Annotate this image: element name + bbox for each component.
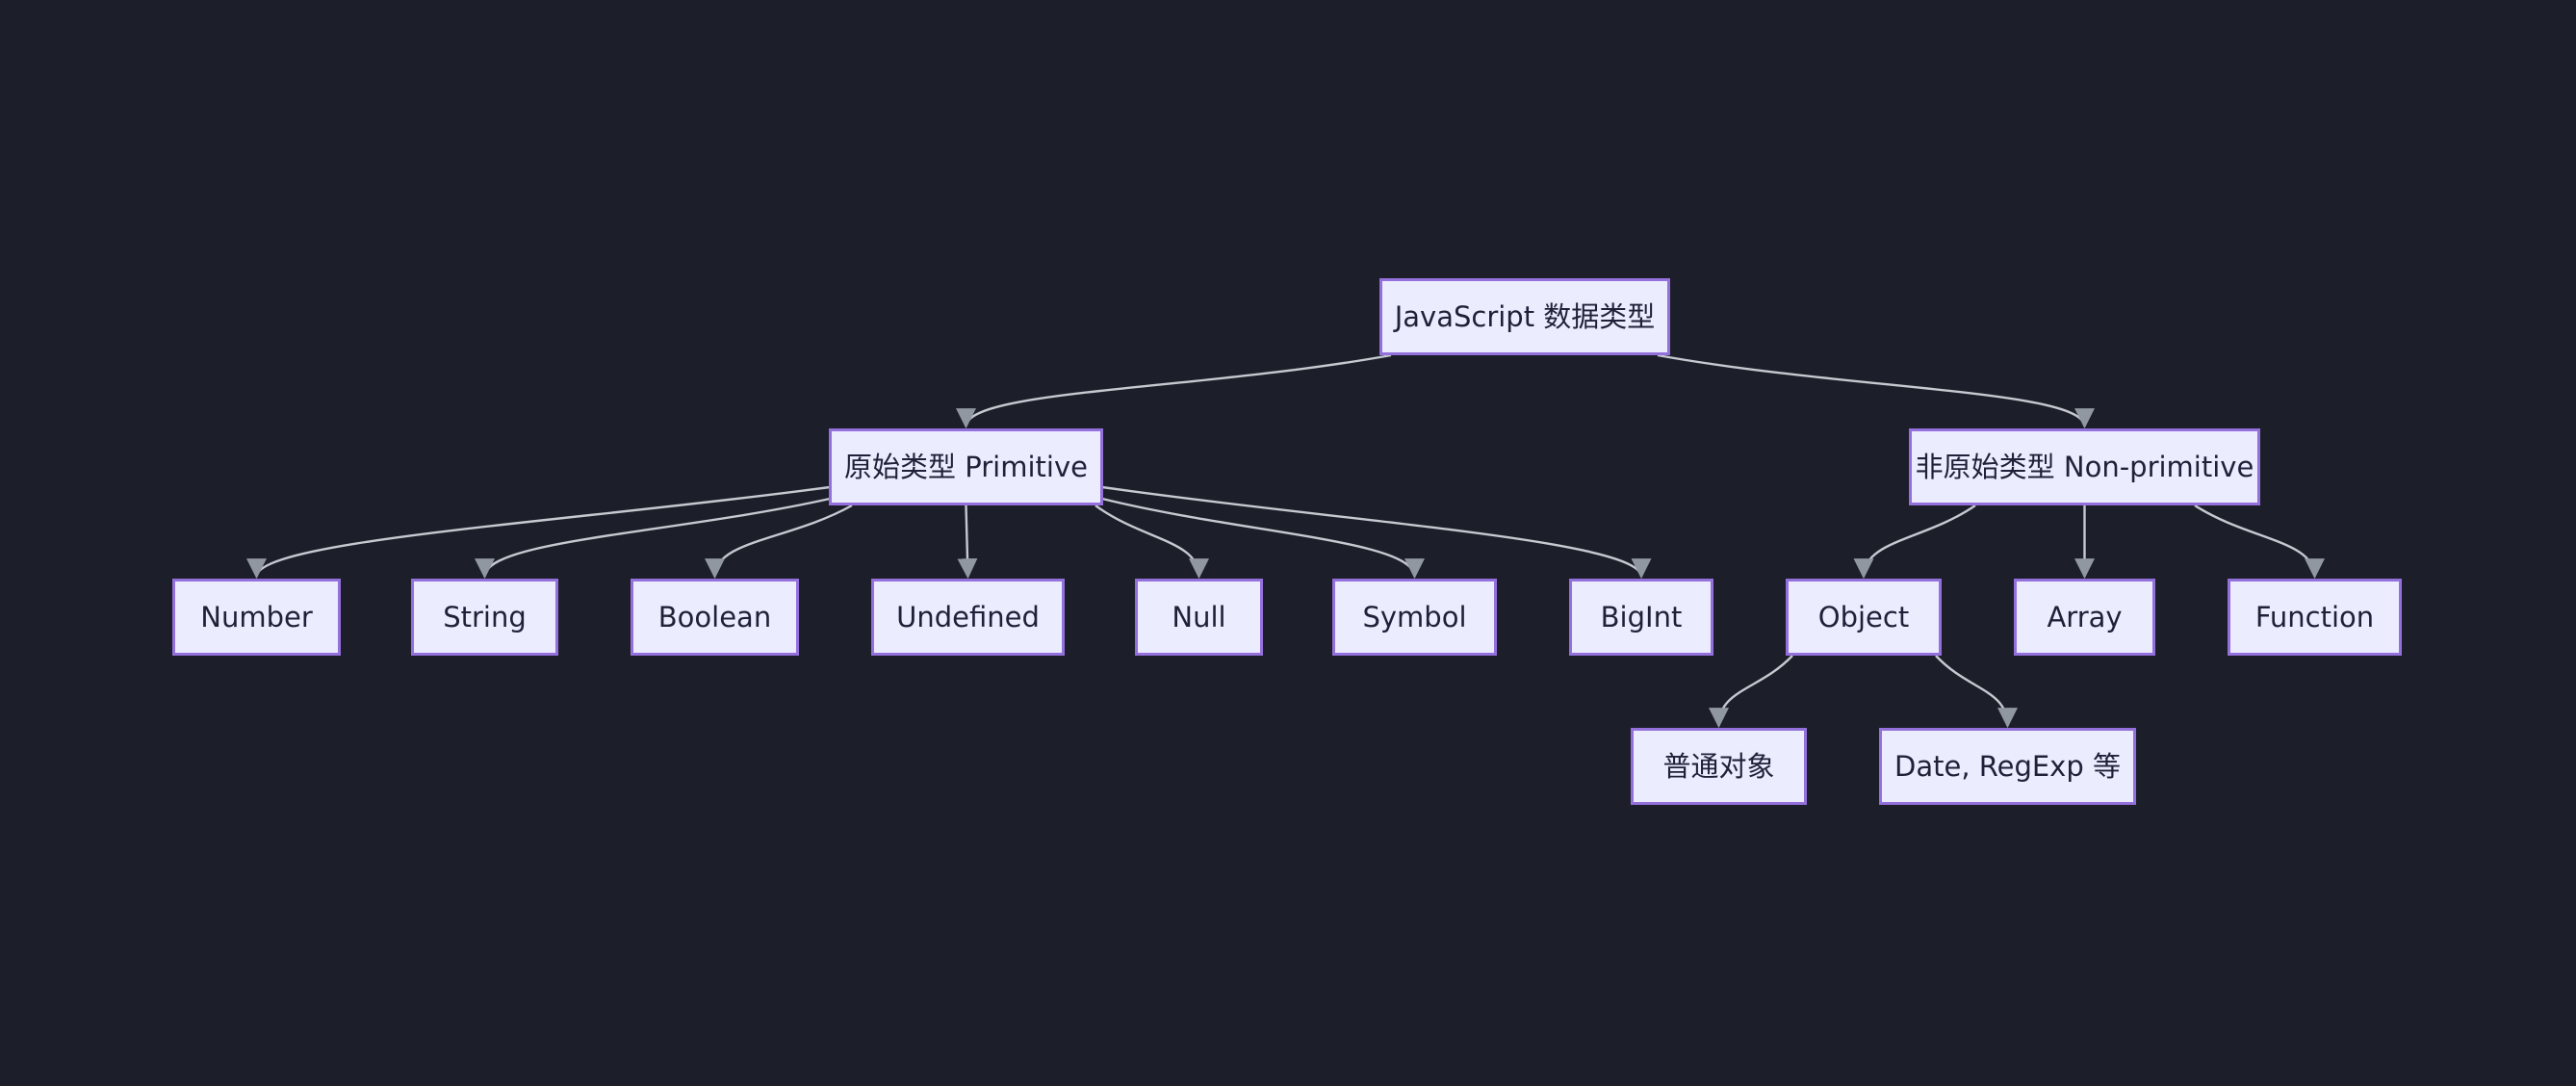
- node-label-date-regexp: Date, RegExp 等: [1894, 749, 2121, 783]
- node-label-function: Function: [2254, 600, 2375, 634]
- edge-primitive-bigint: [1101, 485, 1652, 580]
- edge-root-nonprimitive: [1657, 353, 2095, 429]
- node-primitive: 原始类型 Primitive: [829, 428, 1103, 505]
- node-date-regexp: Date, RegExp 等: [1879, 728, 2136, 805]
- node-array: Array: [2014, 579, 2155, 656]
- node-label-bigint: BigInt: [1600, 600, 1683, 634]
- node-label-boolean: Boolean: [657, 600, 772, 634]
- node-label-undefined: Undefined: [896, 600, 1040, 634]
- node-label-object: Object: [1817, 600, 1910, 634]
- edge-primitive-symbol: [1101, 497, 1425, 580]
- edge-primitive-string: [475, 497, 831, 580]
- edge-nonprimitive-object: [1853, 504, 1976, 580]
- node-label-symbol: Symbol: [1362, 600, 1467, 634]
- node-label-number: Number: [200, 600, 313, 634]
- node-function: Function: [2228, 579, 2402, 656]
- node-label-array: Array: [2047, 600, 2123, 634]
- node-label-null: Null: [1172, 600, 1226, 634]
- node-symbol: Symbol: [1332, 579, 1497, 656]
- node-string: String: [411, 579, 558, 656]
- node-root: JavaScript 数据类型: [1379, 278, 1670, 355]
- edge-object-plain-object: [1709, 655, 1793, 729]
- node-number: Number: [172, 579, 341, 656]
- node-label-string: String: [443, 600, 527, 634]
- node-label-nonprimitive: 非原始类型 Non-primitive: [1915, 450, 2254, 483]
- node-plain-object: 普通对象: [1631, 728, 1807, 805]
- edge-primitive-number: [246, 485, 831, 580]
- node-label-primitive: 原始类型 Primitive: [844, 450, 1088, 483]
- node-object: Object: [1786, 579, 1942, 656]
- edge-primitive-boolean: [705, 504, 853, 580]
- node-nonprimitive: 非原始类型 Non-primitive: [1909, 428, 2260, 505]
- node-bigint: BigInt: [1569, 579, 1713, 656]
- edge-nonprimitive-function: [2194, 504, 2325, 580]
- node-label-root: JavaScript 数据类型: [1394, 299, 1656, 333]
- edge-object-date-regexp: [1935, 655, 2018, 729]
- edge-primitive-undefined: [957, 504, 978, 580]
- edge-root-primitive: [956, 353, 1392, 429]
- node-label-plain-object: 普通对象: [1662, 749, 1775, 783]
- node-undefined: Undefined: [871, 579, 1065, 656]
- node-null: Null: [1135, 579, 1263, 656]
- edge-primitive-null: [1095, 504, 1209, 580]
- node-boolean: Boolean: [631, 579, 799, 656]
